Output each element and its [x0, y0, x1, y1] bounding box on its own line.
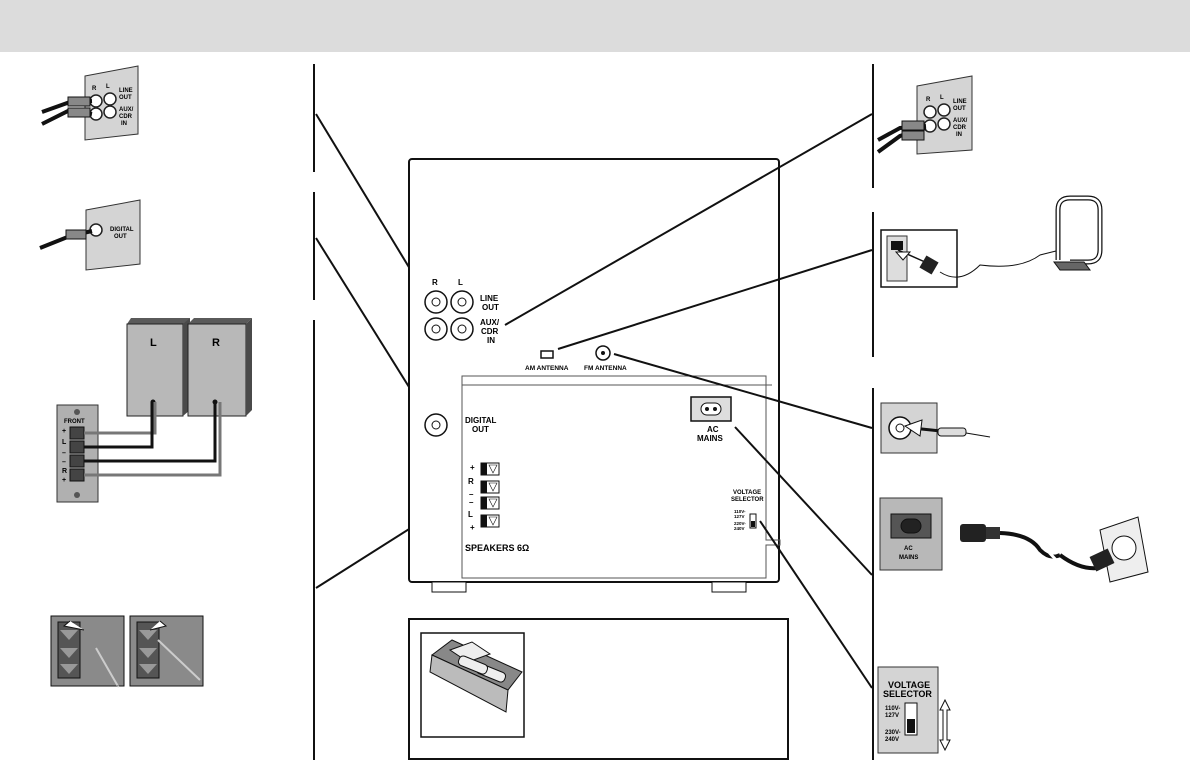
volt-240: 240V — [734, 526, 745, 531]
speaker-clip-insets — [50, 615, 204, 688]
battery-instructions-box — [408, 618, 789, 760]
inset-in-label: IN — [121, 121, 127, 127]
ac-mains-label-2: MAINS — [697, 434, 723, 443]
digital-out-label-2: OUT — [472, 425, 489, 434]
aux-inset-line: LINE — [953, 99, 967, 105]
vs-inset-240: 240V — [885, 737, 899, 743]
spk-plus-bottom: + — [470, 523, 475, 532]
divider-right-3 — [872, 388, 874, 760]
header-bar — [0, 0, 1190, 52]
ac-mains-inset: AC MAINS — [879, 497, 1149, 583]
vs-inset-selector: SELECTOR — [883, 689, 932, 699]
plate-front-label: FRONT — [64, 419, 85, 425]
aux-label-2: CDR — [481, 327, 499, 336]
aux-in-inset: R L LINE OUT AUX/ CDR IN — [876, 75, 973, 155]
divider-left-2 — [313, 192, 315, 300]
aux-inset-cdr: CDR — [953, 125, 967, 131]
inset-out-label: OUT — [119, 95, 132, 101]
plate-plus2: + — [62, 477, 66, 484]
divider-left-3 — [313, 320, 315, 760]
plate-r: R — [62, 468, 67, 475]
plate-l: L — [62, 439, 67, 446]
speaker-right-label: R — [212, 337, 220, 349]
aux-inset-r: R — [926, 97, 931, 103]
power-cord-icon — [960, 524, 1099, 571]
spk-plus-top: + — [470, 463, 475, 472]
inset-digital-out-label: OUT — [114, 234, 127, 240]
speaker-terminal-block — [480, 462, 500, 528]
volt-110: 110V- — [734, 509, 746, 514]
ac-inset-mains: MAINS — [899, 555, 918, 561]
inset-aux-label: AUX/ — [119, 107, 134, 113]
speaker-pair: L R — [126, 318, 252, 417]
jack-r-label: R — [432, 278, 438, 287]
fm-antenna-inset — [880, 402, 991, 454]
inset-line-label: LINE — [119, 88, 133, 94]
digital-out-inset: DIGITAL OUT — [39, 199, 141, 271]
vs-inset-110: 110V- — [885, 706, 900, 712]
divider-right-1 — [872, 64, 874, 188]
aux-inset-in: IN — [956, 132, 962, 138]
line-out-label-1: LINE — [480, 294, 499, 303]
vs-inset-voltage: VOLTAGE — [888, 680, 930, 690]
aux-inset-out: OUT — [953, 106, 966, 112]
volt-220: 220V- — [734, 521, 746, 526]
divider-right-2 — [872, 212, 874, 357]
aux-label-1: AUX/ — [480, 318, 500, 327]
voltage-label-1: VOLTAGE — [733, 490, 761, 496]
up-down-arrow-icon — [939, 698, 951, 752]
speaker-left-label: L — [150, 337, 157, 349]
spk-minus-l: – — [469, 498, 474, 507]
am-antenna-inset — [880, 195, 1103, 288]
digital-out-label-1: DIGITAL — [465, 416, 497, 425]
plate-plus1: + — [62, 428, 66, 435]
aux-label-3: IN — [487, 336, 495, 345]
plate-minus1: – — [62, 450, 66, 457]
rear-panel: R L LINE OUT AUX/ CDR IN DIGITAL OUT AM … — [408, 158, 781, 593]
line-out-label-2: OUT — [482, 303, 499, 312]
spk-r: R — [468, 477, 474, 486]
spk-minus-r: – — [469, 490, 474, 499]
inset-l-label: L — [106, 84, 110, 90]
fm-antenna-label: FM ANTENNA — [584, 365, 627, 372]
ac-inset-ac: AC — [904, 546, 913, 552]
speakers-label: SPEAKERS 6Ω — [465, 543, 529, 553]
remote-control-icon — [429, 639, 523, 713]
vs-inset-127: 127V — [885, 713, 899, 719]
aux-inset-l: L — [940, 95, 944, 101]
voltage-selector-inset: VOLTAGE SELECTOR 110V- 127V 230V- 240V — [877, 666, 951, 754]
aux-inset-aux: AUX/ — [953, 118, 968, 124]
voltage-label-2: SELECTOR — [731, 497, 764, 503]
inset-r-label: R — [92, 86, 97, 92]
volt-127: 127V — [734, 514, 745, 519]
vs-inset-230: 230V- — [885, 730, 901, 736]
am-antenna-label: AM ANTENNA — [525, 365, 569, 372]
jack-l-label: L — [458, 278, 463, 287]
divider-left-1 — [313, 64, 315, 172]
line-out-inset: R L LINE OUT AUX/ CDR IN — [41, 65, 139, 141]
loop-antenna-icon — [1053, 195, 1103, 271]
inset-cdr-label: CDR — [119, 114, 133, 120]
inset-digital-label: DIGITAL — [110, 227, 134, 233]
ac-mains-label-1: AC — [707, 425, 719, 434]
plate-minus2: – — [62, 459, 66, 466]
spk-l: L — [468, 510, 473, 519]
terminal-plate: FRONT + L – – R + — [56, 402, 222, 503]
wall-outlet-icon — [1089, 516, 1149, 583]
